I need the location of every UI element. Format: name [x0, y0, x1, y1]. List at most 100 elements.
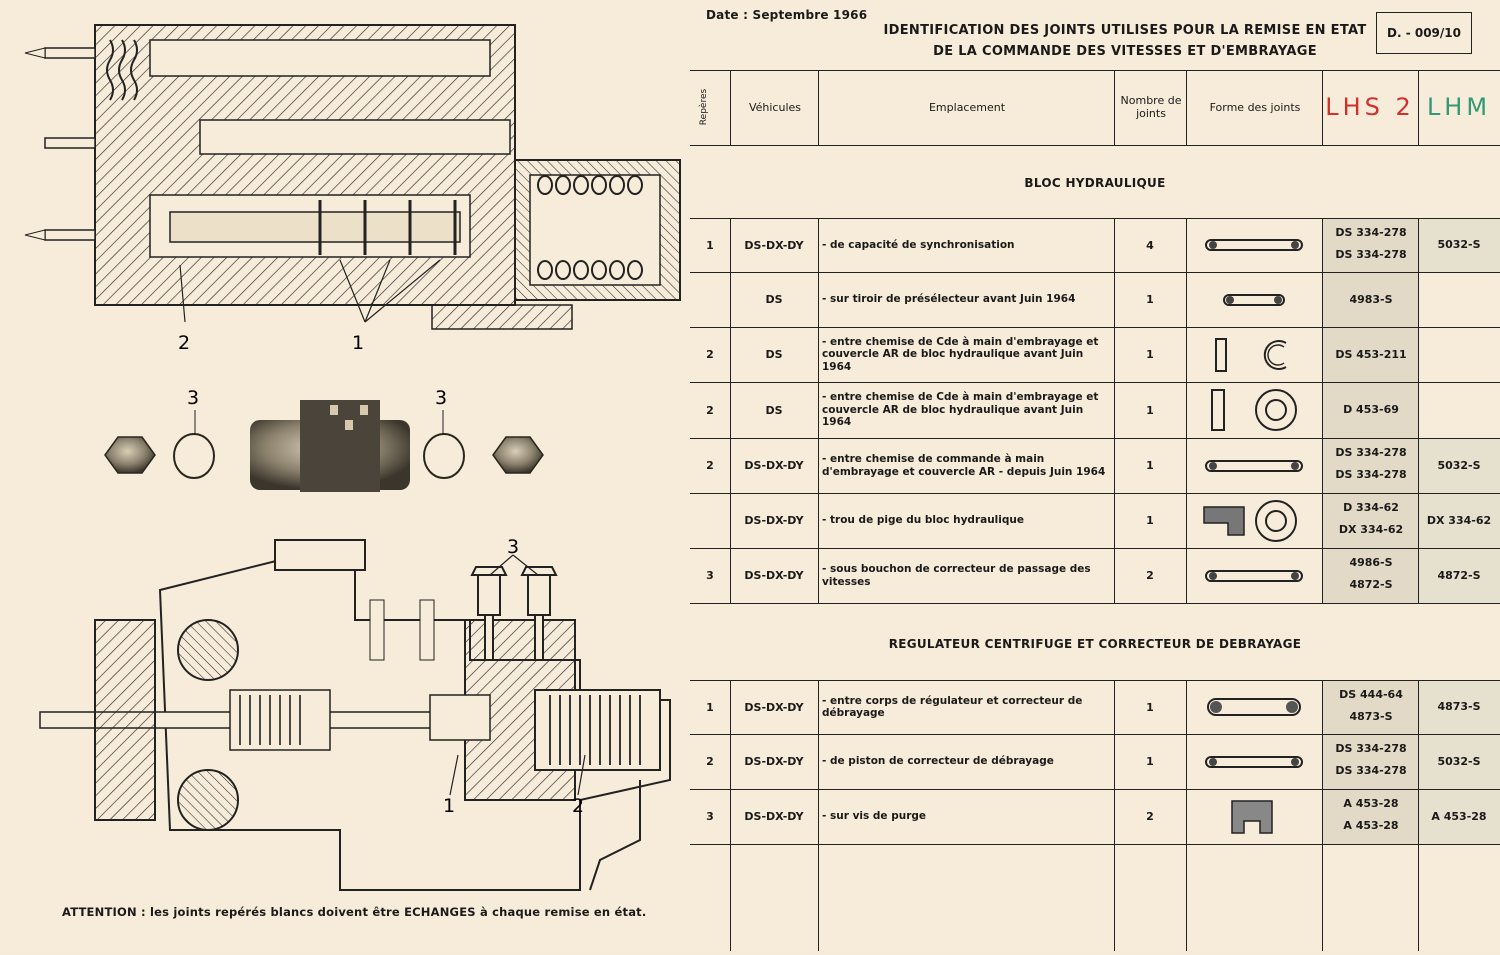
lhm-shade [1418, 734, 1500, 789]
row-lhs2-code: A 453-28 [1343, 819, 1399, 832]
grid-line-v [1418, 70, 1420, 145]
lhs-shade [1322, 789, 1418, 844]
title-line-2: DE LA COMMANDE DES VITESSES ET D'EMBRAYA… [933, 44, 1317, 59]
label-bot-2: 2 [572, 795, 584, 817]
row-repere: 2 [706, 403, 714, 417]
grid-line-v [818, 218, 820, 603]
row-lhm-code: 5032-S [1437, 754, 1481, 768]
grid-line-v [730, 680, 732, 951]
col-header-emplacement: Emplacement [928, 100, 1006, 114]
row-vehicules: DS-DX-DY [744, 755, 804, 768]
row-vehicules: DS-DX-DY [744, 514, 804, 527]
oring-long-seal-icon [1205, 459, 1303, 472]
split-ring-seal-icon [1215, 337, 1287, 372]
grid-line-v [1186, 218, 1188, 603]
row-forme [1186, 680, 1322, 734]
row-nombre: 1 [1146, 700, 1154, 714]
row-emplacement: - entre corps de régulateur et correcteu… [822, 694, 1083, 720]
grid-line-h [690, 734, 1500, 736]
row-vehicules: DS-DX-DY [744, 238, 804, 252]
grid-line-h [690, 327, 1500, 329]
drawings-svg: 2 1 3 3 [24, 24, 681, 891]
row-lhs2-code: DX 334-62 [1338, 523, 1404, 536]
row-repere: 3 [706, 569, 714, 582]
col-header-lhm: LHM [1426, 92, 1492, 121]
lhm-shade [1418, 493, 1500, 548]
grid-line-v [1322, 218, 1324, 603]
row-forme [1186, 327, 1322, 382]
grid-line-h [690, 382, 1500, 384]
lhm-shade [1418, 789, 1500, 844]
drawings-panel: 2 1 3 3 [0, 0, 690, 951]
row-lhs2-code: DS 444-64 [1339, 688, 1403, 701]
row-lhs2-code: 4986-S [1349, 556, 1393, 569]
flat-washer-seal-icon [1211, 389, 1297, 431]
grid-line-v [818, 680, 820, 951]
grid-line-v [1418, 218, 1420, 603]
row-nombre: 2 [1146, 569, 1154, 582]
row-nombre: 4 [1146, 238, 1154, 252]
row-nombre: 1 [1146, 293, 1154, 306]
row-vehicules: DS [765, 403, 783, 417]
row-emplacement: - entre chemise de Cde à main d'embrayag… [822, 391, 1099, 429]
tee-washer-seal-icon [1203, 499, 1297, 542]
row-vehicules: DS-DX-DY [744, 700, 804, 714]
row-vehicules: DS-DX-DY [744, 459, 804, 472]
hydraulic-block-section [24, 24, 681, 330]
row-lhm-code: 4872-S [1437, 568, 1481, 582]
row-repere: 2 [706, 755, 714, 768]
grid-line-h [690, 438, 1500, 440]
label-bot-1: 1 [443, 795, 455, 817]
row-vehicules: DS-DX-DY [744, 810, 804, 823]
row-forme [1186, 548, 1322, 603]
col-header-forme: Forme des joints [1209, 100, 1301, 114]
grid-line-h [690, 844, 1500, 846]
row-vehicules: DS [765, 293, 783, 306]
lhs-shade [1322, 272, 1418, 327]
row-lhs2-code: DS 334-278 [1335, 446, 1407, 459]
row-emplacement: - sous bouchon de correcteur de passage … [822, 563, 1091, 588]
joints-table: Date : Septembre 1966 IDENTIFICATION DES… [690, 0, 1500, 951]
row-lhs2-code: A 453-28 [1343, 797, 1399, 810]
grid-line-h [690, 493, 1500, 495]
grid-line-h [690, 272, 1500, 274]
row-emplacement: - de capacité de synchronisation [822, 238, 1015, 251]
oring-long-seal-icon [1205, 569, 1303, 582]
label-mid-3a: 3 [187, 387, 199, 409]
row-emplacement: - sur tiroir de présélecteur avant Juin … [822, 293, 1076, 306]
lhs-shade [1322, 493, 1418, 548]
row-repere: 1 [706, 700, 714, 714]
grid-line-v [1114, 218, 1116, 603]
row-emplacement: - de piston de correcteur de débrayage [822, 755, 1054, 768]
row-forme [1186, 382, 1322, 438]
row-lhs2-code: DS 334-278 [1335, 248, 1407, 261]
row-lhm-code: 4873-S [1437, 700, 1481, 713]
row-repere: 2 [706, 459, 714, 472]
col-header-nombre: Nombre de joints [1120, 94, 1182, 120]
oring-short-seal-icon [1223, 293, 1285, 306]
row-lhs2-code: DS 334-278 [1335, 742, 1407, 755]
attention-note: ATTENTION : les joints repérés blancs do… [62, 905, 647, 919]
label-top-2: 2 [178, 332, 190, 354]
row-forme [1186, 493, 1322, 548]
grid-line-v [1418, 680, 1420, 951]
col-header-reperes: Repères [699, 88, 710, 126]
row-emplacement: - trou de pige du bloc hydraulique [822, 514, 1024, 527]
grid-line-v [1322, 70, 1324, 145]
lhs-shade [1322, 438, 1418, 493]
label-top-1: 1 [352, 332, 364, 354]
label-bot-3: 3 [507, 536, 519, 558]
row-forme [1186, 789, 1322, 844]
lhs-shade [1322, 548, 1418, 603]
oring-thick-seal-icon [1207, 698, 1301, 716]
lhs-shade [1322, 734, 1418, 789]
grid-line-v [730, 70, 732, 145]
row-lhm-code: 5032-S [1437, 238, 1481, 251]
grid-line-h [690, 548, 1500, 550]
grid-line-v [818, 70, 820, 145]
seal-parts-photo [104, 400, 544, 492]
row-lhm-code: A 453-28 [1431, 809, 1487, 823]
row-forme [1186, 734, 1322, 789]
document-title: IDENTIFICATION DES JOINTS UTILISES POUR … [850, 20, 1400, 62]
cup-seal-seal-icon [1231, 799, 1273, 834]
